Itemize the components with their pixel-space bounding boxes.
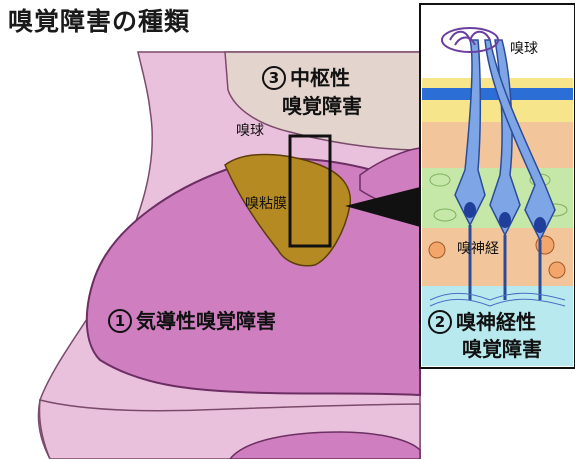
neural-disorder-line1: 嗅神経性	[456, 310, 536, 334]
neural-disorder-line2: 嗅覚障害	[462, 333, 542, 362]
page-title: 嗅覚障害の種類	[8, 2, 190, 38]
number-badge: 3	[262, 66, 286, 90]
olfactory-mucosa-label: 嗅粘膜	[245, 193, 287, 213]
olfactory-bulb-label: 嗅球	[236, 120, 264, 140]
central-disorder-line1: 中枢性	[290, 66, 350, 90]
airway-disorder-text: 気導性嗅覚障害	[136, 309, 276, 333]
inset-olfactory-bulb-label: 嗅球	[510, 38, 538, 58]
number-badge: 1	[108, 309, 132, 333]
olfactory-nerve-label: 嗅神経	[457, 238, 499, 258]
central-disorder-line2: 嗅覚障害	[282, 90, 362, 119]
number-badge: 2	[428, 310, 452, 334]
